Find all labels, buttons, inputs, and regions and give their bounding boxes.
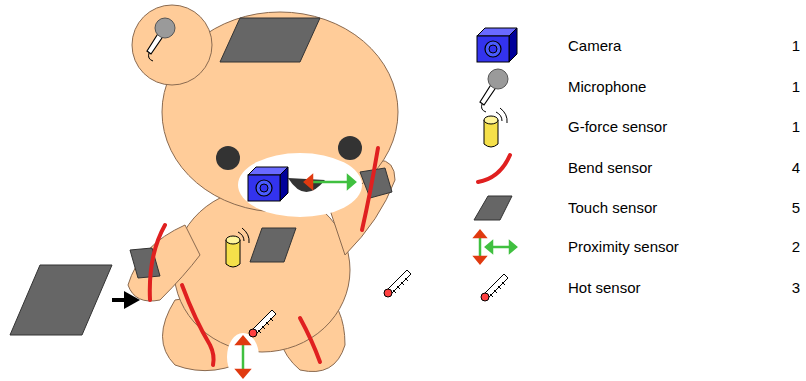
legend-text: Hot sensor xyxy=(568,279,641,297)
legend-text: G-force sensor xyxy=(568,118,667,136)
sensor-count: 1 xyxy=(792,78,800,96)
sensor-count: 4 xyxy=(792,159,800,177)
legend-text: Touch sensor xyxy=(568,199,657,217)
legend-text: Bend sensor xyxy=(568,159,652,177)
sensor-count: 5 xyxy=(792,199,800,217)
legend-text: Proximity sensor xyxy=(568,238,679,256)
legend-text: Camera xyxy=(568,37,621,55)
sensor-count: 3 xyxy=(792,279,800,297)
legend-text: Microphone xyxy=(568,78,646,96)
sensor-count: 1 xyxy=(792,118,800,136)
sensor-count: 1 xyxy=(792,37,800,55)
sensor-count: 2 xyxy=(792,238,800,256)
